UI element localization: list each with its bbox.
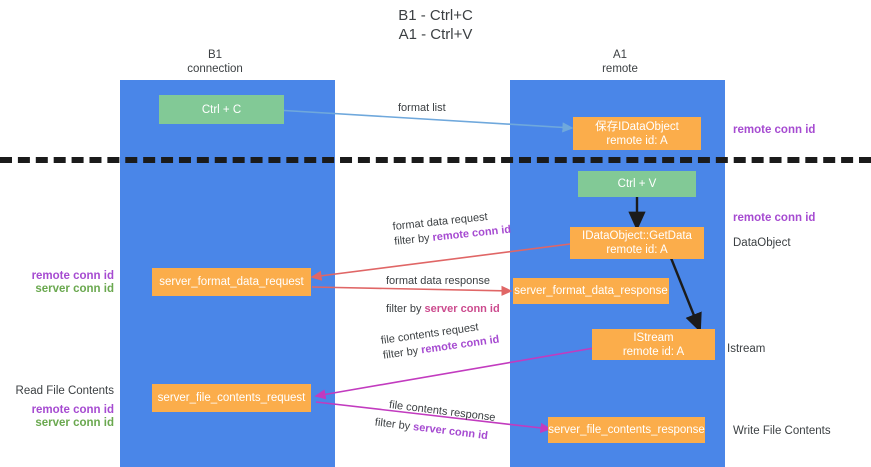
- annotation-dataobject: DataObject: [733, 237, 791, 249]
- edge-label-format-data-response-main: format data response: [386, 275, 490, 287]
- filter-prefix: filter by: [374, 416, 414, 433]
- node-server-file-contents-request[interactable]: server_file_contents_request: [152, 384, 311, 412]
- column-header-b1-name: B1: [207, 49, 223, 61]
- annotation-write-file-contents: Write File Contents: [733, 425, 831, 437]
- column-header-b1-role: connection: [187, 63, 243, 75]
- annotation-left-remote-conn-id-bottom: remote conn id: [31, 404, 114, 416]
- column-header-b1: B1 connection: [145, 48, 285, 76]
- annotation-remote-conn-id-mid: remote conn id: [733, 212, 816, 224]
- edge-label-format-data-request: format data request filter by remote con…: [392, 208, 512, 250]
- node-server-format-data-response[interactable]: server_format_data_response: [513, 278, 669, 304]
- node-idataobject-getdata[interactable]: IDataObject::GetData remote id: A: [570, 227, 704, 259]
- annotation-left-server-conn-id-mid: server conn id: [35, 283, 114, 295]
- node-save-idataobject-line-2: remote id: A: [606, 134, 668, 147]
- node-server-file-contents-response-label: server_file_contents_response: [548, 424, 705, 436]
- node-server-format-data-request[interactable]: server_format_data_request: [152, 268, 311, 296]
- node-idataobject-getdata-line-1: IDataObject::GetData: [582, 230, 692, 242]
- node-ctrl-c[interactable]: Ctrl + C: [159, 95, 284, 124]
- node-ctrl-v[interactable]: Ctrl + V: [578, 171, 696, 197]
- annotation-remote-conn-id-top: remote conn id: [733, 124, 816, 136]
- node-ctrl-v-label: Ctrl + V: [617, 178, 657, 190]
- node-save-idataobject-line-1: 保存IDataObject: [595, 120, 679, 133]
- filter-key-server-conn-id: server conn id: [424, 303, 500, 315]
- filter-prefix: filter by: [393, 231, 434, 248]
- filter-prefix: filter by: [382, 344, 423, 362]
- node-server-file-contents-response[interactable]: server_file_contents_response: [548, 417, 705, 443]
- node-server-file-contents-request-label: server_file_contents_request: [157, 392, 306, 404]
- edge-label-format-data-response-filter: filter by server conn id: [386, 302, 500, 317]
- node-idataobject-getdata-line-2: remote id: A: [606, 244, 668, 256]
- annotation-left-remote-conn-id-mid: remote conn id: [31, 270, 114, 282]
- annotation-read-file-contents: Read File Contents: [15, 385, 114, 397]
- column-header-a1: A1 remote: [550, 48, 690, 76]
- node-save-idataobject[interactable]: 保存IDataObject remote id: A: [573, 117, 701, 150]
- filter-key-server-conn-id: server conn id: [412, 421, 489, 443]
- node-ctrl-c-label: Ctrl + C: [201, 103, 242, 116]
- diagram-title-line-2: A1 - Ctrl+V: [398, 26, 473, 43]
- diagram-title-line-1: B1 - Ctrl+C: [398, 7, 473, 24]
- annotation-left-server-conn-id-bottom: server conn id: [35, 417, 114, 429]
- diagram-title: B1 - Ctrl+C A1 - Ctrl+V: [0, 6, 871, 44]
- edge-label-format-data-response: format data response filter by server co…: [386, 274, 500, 317]
- phase-divider: [0, 157, 871, 163]
- edge-label-format-list: format list: [398, 102, 446, 114]
- node-server-format-data-request-label: server_format_data_request: [159, 276, 304, 288]
- node-istream[interactable]: IStream remote id: A: [592, 329, 715, 360]
- filter-prefix: filter by: [386, 303, 425, 315]
- edge-label-file-contents-response: file contents response filter by server …: [374, 398, 496, 445]
- node-server-format-data-response-label: server_format_data_response: [514, 285, 668, 297]
- annotation-istream: Istream: [727, 343, 766, 355]
- node-istream-line-2: remote id: A: [622, 345, 685, 358]
- column-header-a1-name: A1: [612, 49, 628, 61]
- node-istream-line-1: IStream: [633, 331, 674, 344]
- edge-label-file-contents-request: file contents request filter by remote c…: [380, 318, 500, 364]
- column-header-a1-role: remote: [602, 63, 638, 75]
